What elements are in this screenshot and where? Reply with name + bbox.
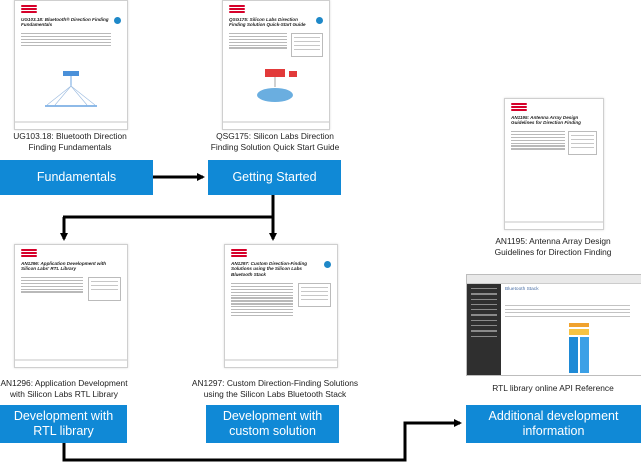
info-badge-icon (324, 261, 331, 268)
silicon-labs-logo-icon (229, 5, 245, 13)
development-custom-line1: Development with (222, 409, 323, 423)
api-page-heading: Bluetooth Stack (505, 287, 539, 292)
contents-box (297, 283, 331, 307)
api-caption-line1: RTL library online API Reference (492, 383, 614, 393)
an1297-caption-line2: using the Silicon Labs Bluetooth Stack (203, 389, 347, 399)
qsg175-caption-line1: QSG175: Silicon Labs Direction (216, 131, 334, 141)
qsg175-caption-line2: Finding Solution Quick Start Guide (210, 142, 340, 152)
text-lines (21, 277, 83, 294)
antenna-figure-icon (45, 71, 97, 107)
api-sidebar (467, 284, 501, 375)
text-lines (511, 131, 565, 151)
qsg175-thumbnail-title: QSG175: Silicon Labs Direction Finding S… (229, 17, 306, 28)
info-badge-icon (316, 17, 323, 24)
page-footer (15, 121, 127, 123)
page-footer (505, 221, 603, 223)
silicon-labs-logo-icon (21, 5, 37, 13)
silicon-labs-logo-icon (511, 103, 527, 111)
info-badge-icon (114, 17, 121, 24)
an1296-thumbnail[interactable]: AN1296: Application Development with Sil… (14, 244, 128, 368)
an1195-caption-line2: Guidelines for Direction Finding (494, 247, 612, 257)
development-rtl-line2: RTL library (33, 424, 94, 438)
stack-diagram-icon (569, 323, 589, 373)
an1296-caption: AN1296: Application Development with Sil… (0, 378, 127, 400)
getting-started-box[interactable]: Getting Started (208, 160, 341, 195)
development-custom-box[interactable]: Development with custom solution (206, 405, 339, 443)
an1296-caption-line1: AN1296: Application Development (0, 378, 128, 388)
text-lines (231, 283, 293, 318)
contents-box (567, 131, 597, 155)
qsg175-thumbnail[interactable]: QSG175: Silicon Labs Direction Finding S… (222, 0, 330, 130)
arrow-to-additional-info (62, 419, 462, 462)
fundamentals-box[interactable]: Fundamentals (0, 160, 153, 195)
silicon-labs-logo-icon (21, 249, 37, 257)
ug103-thumbnail[interactable]: UG103.18: Bluetooth® Direction Finding F… (14, 0, 128, 130)
api-caption: RTL library online API Reference (492, 383, 614, 394)
an1195-thumbnail[interactable]: AN1195: Antenna Array Design Guidelines … (504, 98, 604, 230)
ug103-caption-line2: Finding Fundamentals (28, 142, 112, 152)
additional-info-line1: Additional development (488, 409, 619, 423)
development-custom-line2: custom solution (229, 424, 316, 438)
development-rtl-box[interactable]: Development with RTL library (0, 405, 127, 443)
an1296-thumbnail-title: AN1296: Application Development with Sil… (21, 261, 107, 272)
browser-toolbar (467, 275, 641, 284)
an1297-thumbnail-title: AN1297: Custom Direction-Finding Solutio… (231, 261, 308, 277)
silicon-labs-logo-icon (231, 249, 247, 257)
ug103-thumbnail-title: UG103.18: Bluetooth® Direction Finding F… (21, 17, 109, 28)
fundamentals-label: Fundamentals (36, 170, 117, 184)
qsg175-caption: QSG175: Silicon Labs Direction Finding S… (211, 131, 339, 153)
an1297-thumbnail[interactable]: AN1297: Custom Direction-Finding Solutio… (224, 244, 338, 368)
page-footer (223, 121, 329, 123)
page-footer (15, 359, 127, 361)
setup-figure-icon (257, 69, 297, 102)
development-rtl-line1: Development with (13, 409, 114, 423)
ug103-caption-line1: UG103.18: Bluetooth Direction (13, 131, 127, 141)
ug103-caption: UG103.18: Bluetooth Direction Finding Fu… (13, 131, 127, 153)
an1297-caption-line1: AN1297: Custom Direction-Finding Solutio… (191, 378, 359, 388)
an1297-caption: AN1297: Custom Direction-Finding Solutio… (192, 378, 358, 400)
getting-started-label: Getting Started (232, 170, 317, 184)
an1195-caption-line1: AN1195: Antenna Array Design (495, 236, 611, 246)
additional-info-box[interactable]: Additional development information (466, 405, 641, 443)
an1296-caption-line2: with Silicon Labs RTL Library (9, 389, 118, 399)
text-lines (229, 33, 288, 50)
contents-box (291, 33, 323, 57)
api-reference-screenshot[interactable]: Bluetooth Stack (466, 274, 641, 376)
an1195-caption: AN1195: Antenna Array Design Guidelines … (495, 236, 612, 258)
page-footer (225, 359, 337, 361)
text-lines (21, 33, 111, 47)
an1195-thumbnail-title: AN1195: Antenna Array Design Guidelines … (511, 115, 581, 126)
text-lines (505, 305, 630, 319)
additional-info-line2: information (522, 424, 585, 438)
contents-box (87, 277, 121, 301)
